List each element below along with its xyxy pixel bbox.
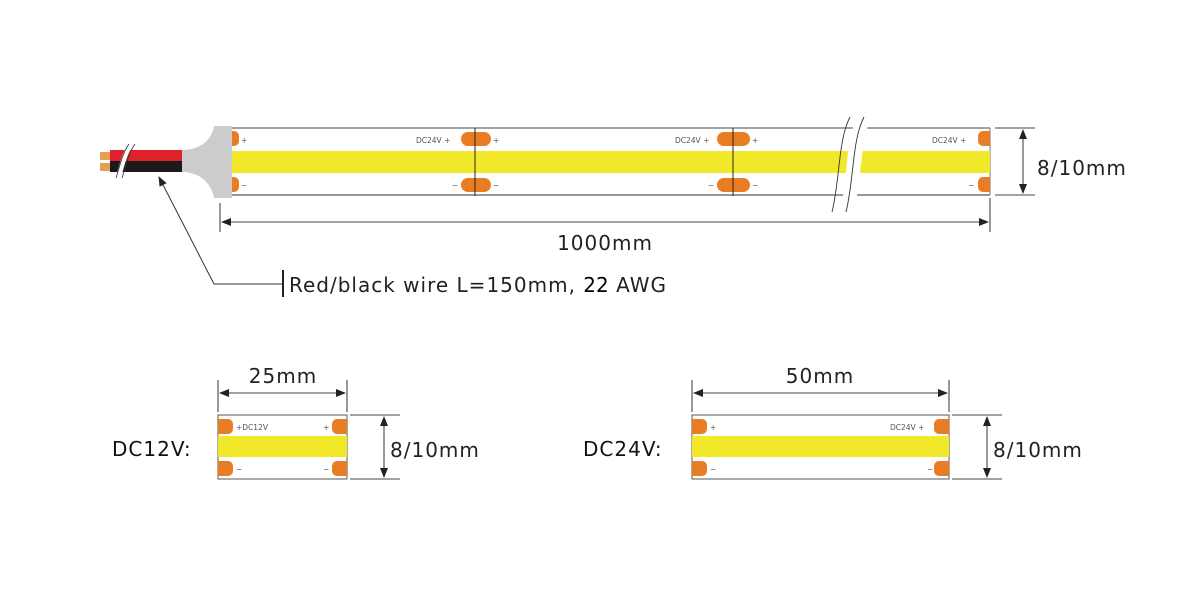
svg-text:−: −: [927, 465, 933, 474]
svg-text:+: +: [710, 423, 716, 432]
svg-text:−: −: [708, 181, 714, 190]
cut-point: DC24V + + − −: [675, 128, 758, 196]
led-band: [232, 151, 990, 173]
svg-text:8/10mm: 8/10mm: [390, 438, 480, 462]
svg-text:+DC12V: +DC12V: [236, 423, 269, 432]
dc24v-label: DC24V:: [583, 437, 663, 461]
dc12v-segment: DC12V: 25mm +DC12V + − − 8/10mm: [112, 364, 480, 480]
red-black-wire: [100, 142, 185, 179]
svg-text:+: +: [323, 423, 329, 432]
svg-text:−: −: [968, 181, 974, 190]
solder-pad: [978, 131, 990, 146]
length-dimension: 1000mm: [219, 198, 991, 255]
svg-text:−: −: [752, 181, 758, 190]
svg-text:+: +: [752, 136, 758, 145]
svg-text:+: +: [241, 136, 247, 145]
width-dimension: 8/10mm: [995, 127, 1127, 196]
end-connector: [182, 126, 232, 198]
solder-pad: [232, 177, 239, 192]
wire-note: Red/black wire L=150mm, 22 AWG: [158, 176, 667, 297]
dc24v-segment: DC24V: 50mm + DC24V + − − 8/10mm: [583, 364, 1083, 480]
svg-text:DC24V +: DC24V +: [675, 136, 709, 145]
svg-text:+: +: [493, 136, 499, 145]
svg-text:DC24V +: DC24V +: [932, 136, 966, 145]
main-strip: + − DC24V + + − − DC24V + + − −: [100, 115, 1127, 297]
length-label: 1000mm: [557, 231, 653, 255]
dc12v-label: DC12V:: [112, 437, 192, 461]
svg-text:Red/black wire L=150mm, 22 AWG: Red/black wire L=150mm, 22 AWG: [289, 273, 667, 297]
svg-text:−: −: [452, 181, 458, 190]
svg-text:−: −: [236, 465, 242, 474]
svg-text:25mm: 25mm: [249, 364, 317, 388]
solder-pad: [978, 177, 990, 192]
cut-point: DC24V + + − −: [416, 128, 499, 196]
svg-text:8/10mm: 8/10mm: [993, 438, 1083, 462]
svg-text:−: −: [241, 181, 247, 190]
svg-text:−: −: [323, 465, 329, 474]
width-label: 8/10mm: [1037, 156, 1127, 180]
svg-text:−: −: [493, 181, 499, 190]
svg-text:DC24V +: DC24V +: [416, 136, 450, 145]
svg-text:DC24V +: DC24V +: [890, 423, 924, 432]
solder-pad: [232, 131, 239, 146]
svg-text:50mm: 50mm: [786, 364, 854, 388]
break-mark: [831, 115, 872, 213]
svg-text:−: −: [710, 465, 716, 474]
